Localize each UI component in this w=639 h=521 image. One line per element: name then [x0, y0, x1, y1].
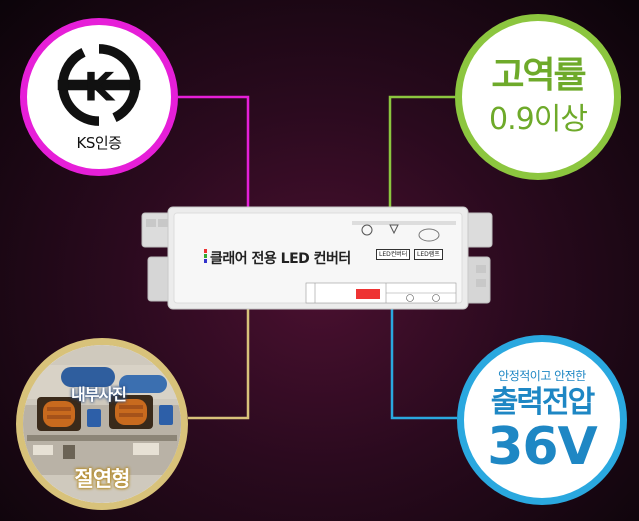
ks-connector-line	[178, 95, 250, 241]
internal-photo-label: 내부사진	[71, 385, 127, 404]
ins-connector-line	[188, 271, 250, 420]
ks-logo-letter: K	[84, 64, 116, 110]
device-tag-converter: LED컨버터	[376, 249, 411, 260]
output-title: 출력전압	[490, 384, 595, 420]
power-factor-title: 고역률	[491, 55, 586, 96]
insulation-label: 절연형	[74, 467, 131, 491]
ks-logo-icon: K	[57, 43, 141, 126]
output-value: 36V	[487, 416, 598, 477]
device-tag-lamp: LED램프	[414, 249, 443, 260]
insulation-badge: 내부사진 절연형	[16, 338, 188, 510]
out-connector-line	[390, 271, 457, 420]
output-subtitle: 안정적이고 안전한	[498, 368, 586, 383]
device-label: 클래어 전용 LED 컨버터	[210, 251, 351, 267]
internal-circuit-photo	[23, 345, 181, 503]
ks-certification-badge: K KS인증	[20, 18, 178, 176]
power-factor-value: 0.9이상	[489, 102, 588, 137]
output-voltage-badge: 안정적이고 안전한 출력전압 36V	[457, 335, 627, 505]
device-body-graphic	[141, 206, 493, 310]
ks-caption: KS인증	[76, 133, 122, 152]
led-converter-device: 클래어 전용 LED 컨버터 LED컨버터 LED램프	[140, 205, 495, 315]
power-factor-badge: 고역률 0.9이상	[455, 14, 621, 180]
pf-connector-line	[388, 95, 455, 241]
